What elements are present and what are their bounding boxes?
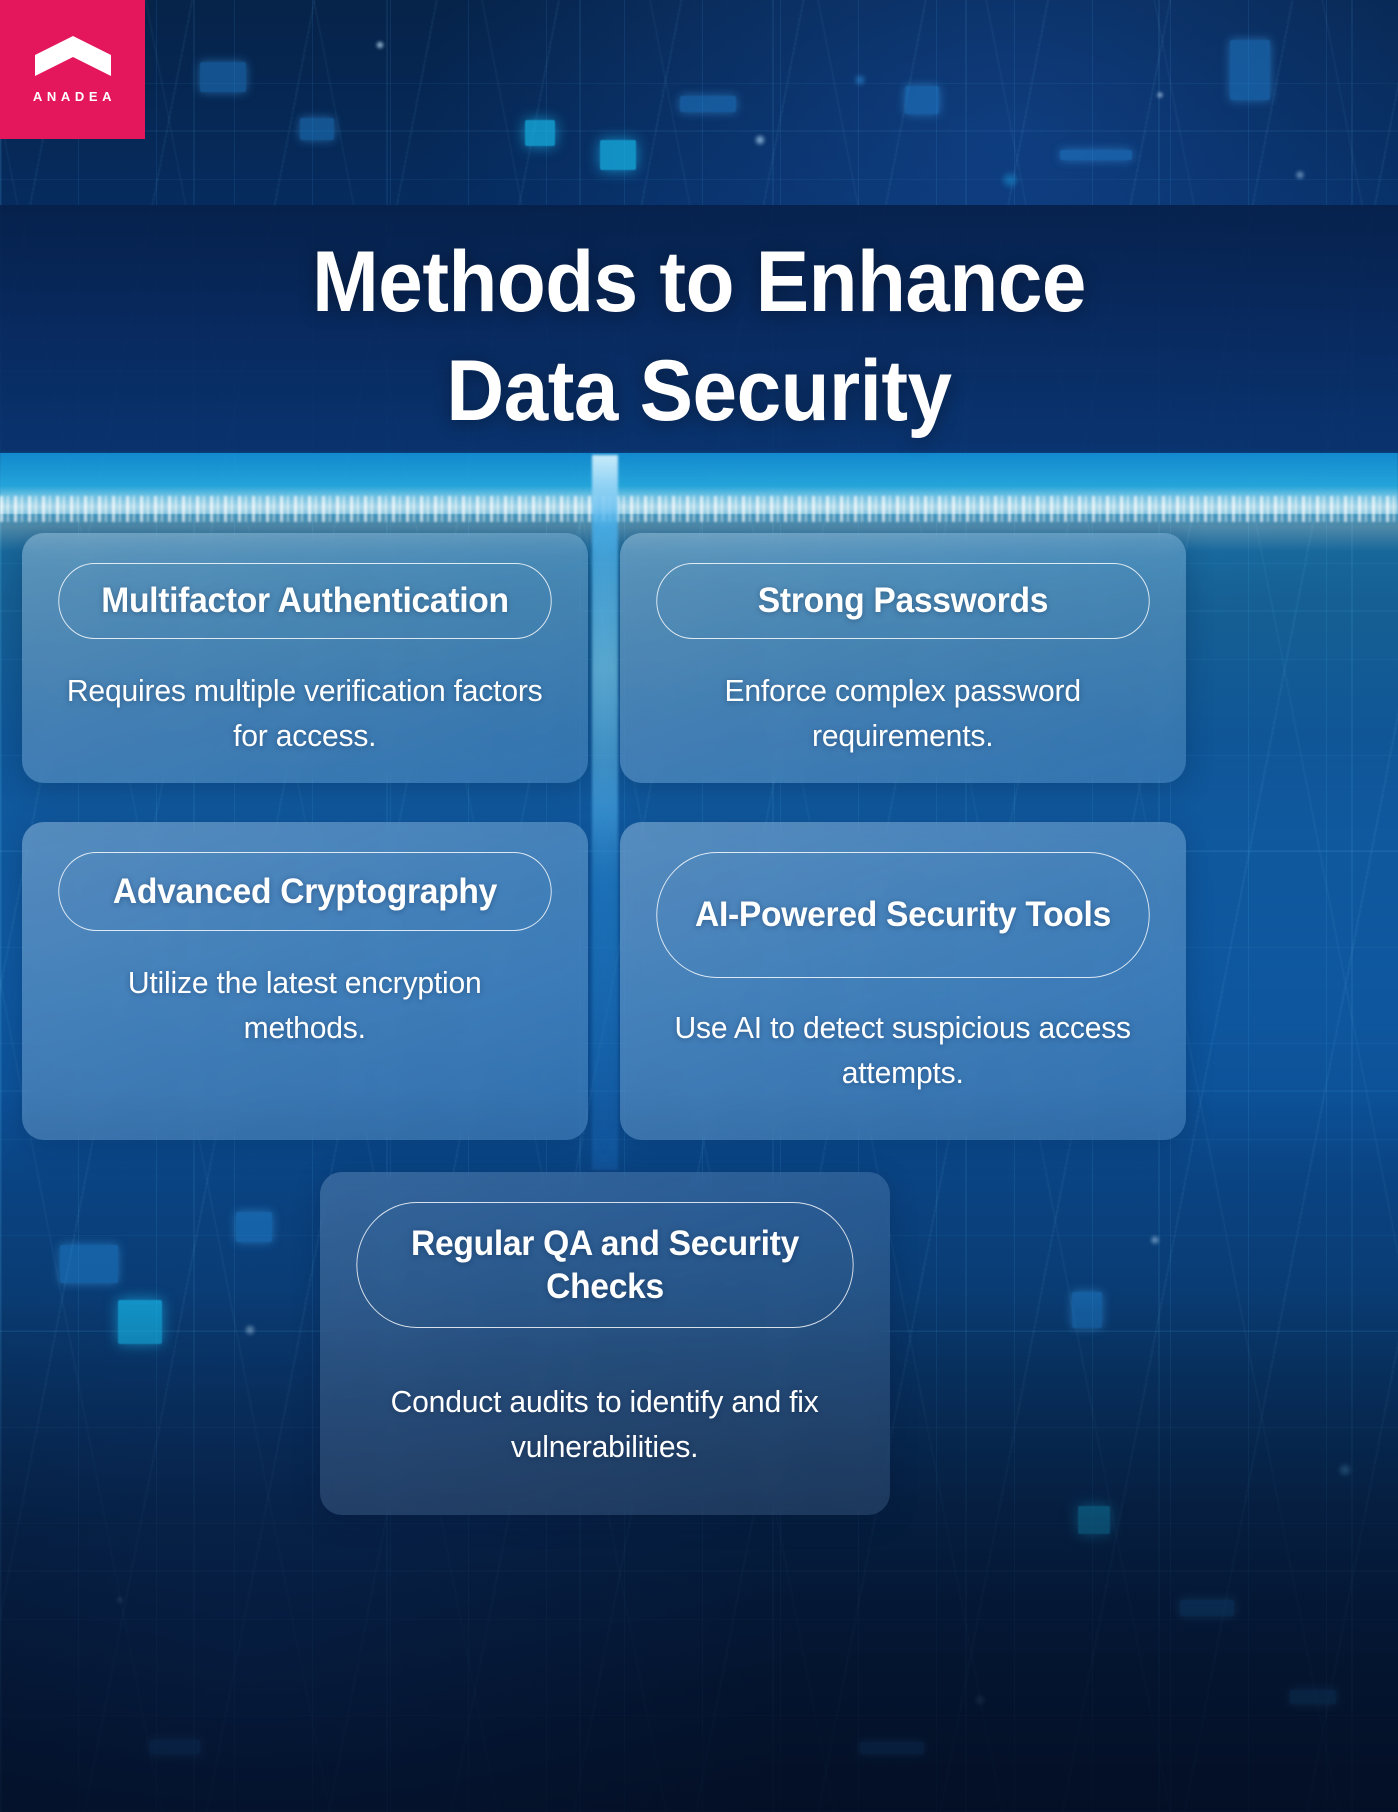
method-card-multifactor-authentication[interactable]: Multifactor Authentication Requires mult…: [22, 533, 588, 783]
method-card-regular-qa-and-security-checks[interactable]: Regular QA and Security Checks Conduct a…: [320, 1172, 890, 1515]
title-backdrop: [0, 205, 1398, 453]
tech-band-speckle: [0, 496, 1398, 522]
card-title-pill: Strong Passwords: [656, 563, 1150, 640]
chevron-mark-icon: [34, 36, 111, 76]
card-description: Enforce complex password requirements.: [724, 673, 1082, 754]
brand-logo[interactable]: ANADEA: [0, 0, 145, 139]
card-description: Requires multiple verification factors f…: [67, 673, 543, 754]
page-title-line-2: Data Security: [446, 343, 952, 440]
page-title-line-1: Methods to Enhance: [312, 234, 1086, 330]
card-description: Utilize the latest encryption methods.: [128, 965, 482, 1046]
card-description: Use AI to detect suspicious access attem…: [674, 1010, 1132, 1090]
card-description: Conduct audits to identify and fix vulne…: [390, 1384, 819, 1464]
tech-band-stem: [592, 455, 618, 1170]
method-card-ai-powered-security-tools[interactable]: AI-Powered Security Tools Use AI to dete…: [620, 822, 1186, 1140]
card-title-pill: AI-Powered Security Tools: [656, 852, 1150, 978]
card-title-pill: Regular QA and Security Checks: [356, 1202, 854, 1328]
card-title-pill: Multifactor Authentication: [58, 563, 552, 640]
method-card-strong-passwords[interactable]: Strong Passwords Enforce complex passwor…: [620, 533, 1186, 783]
page-title: Methods to Enhance Data Security: [49, 228, 1349, 446]
brand-name: ANADEA: [32, 89, 117, 104]
method-card-advanced-cryptography[interactable]: Advanced Cryptography Utilize the latest…: [22, 822, 588, 1140]
card-title-pill: Advanced Cryptography: [58, 852, 552, 932]
